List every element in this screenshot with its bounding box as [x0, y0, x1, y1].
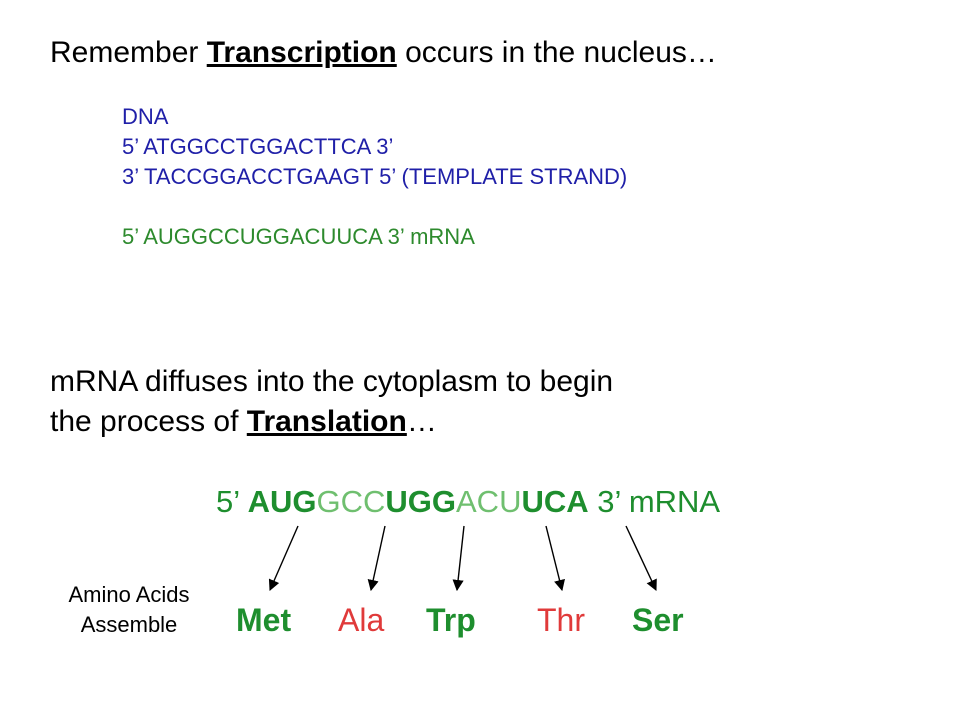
- amino-acids-label-line-2: Assemble: [80, 612, 178, 637]
- translation-suffix: …: [406, 405, 437, 438]
- arrow-1: [268, 525, 299, 592]
- codon-2: GCC: [316, 484, 386, 519]
- translation-line-2: the process of Translation…: [50, 402, 613, 442]
- codon-5: UCA: [521, 484, 589, 519]
- amino-acid-ser: Ser: [632, 602, 684, 638]
- arrow-3: [452, 525, 465, 592]
- dna-label: DNA: [122, 104, 169, 129]
- title-suffix: occurs in the nucleus…: [396, 36, 717, 69]
- dna-coding-strand: 5’ ATGGCCTGGACTTCA 3’: [122, 134, 394, 159]
- codon-1: AUG: [247, 484, 317, 519]
- title-keyword-transcription: Transcription: [206, 36, 397, 69]
- title-prefix: Remember: [50, 36, 207, 69]
- amino-acid-thr: Thr: [537, 602, 585, 638]
- codon-suffix: 3’ mRNA: [588, 484, 721, 519]
- arrow-2: [367, 525, 386, 592]
- codon-prefix: 5’: [216, 484, 248, 519]
- codon-4: ACU: [456, 484, 522, 519]
- dna-template-strand: 3’ TACCGGACCTGAAGT 5’ (TEMPLATE STRAND): [122, 164, 628, 189]
- slide-title: Remember Transcription occurs in the nuc…: [50, 36, 717, 70]
- arrow-5: [625, 525, 657, 592]
- translation-text: mRNA diffuses into the cytoplasm to begi…: [50, 362, 613, 442]
- dna-mrna-strand: 5’ AUGGCCUGGACUUCA 3’ mRNA: [122, 224, 475, 249]
- translation-line-1: mRNA diffuses into the cytoplasm to begi…: [50, 365, 614, 398]
- amino-acid-ala: Ala: [338, 602, 385, 638]
- amino-acid-met: Met: [236, 602, 292, 638]
- amino-acids-label-line-1: Amino Acids: [68, 582, 190, 607]
- arrow-4: [545, 525, 565, 592]
- translation-prefix: the process of: [50, 405, 247, 438]
- codon-3: UGG: [385, 484, 456, 519]
- translation-keyword: Translation: [246, 405, 407, 438]
- amino-acid-trp: Trp: [426, 602, 476, 638]
- amino-acids-label: Amino Acids Assemble: [44, 580, 214, 640]
- mrna-codon-row: 5’ AUGGCCUGGACUUCA 3’ mRNA: [216, 484, 720, 520]
- dna-block: DNA 5’ ATGGCCTGGACTTCA 3’ 3’ TACCGGACCTG…: [122, 102, 627, 252]
